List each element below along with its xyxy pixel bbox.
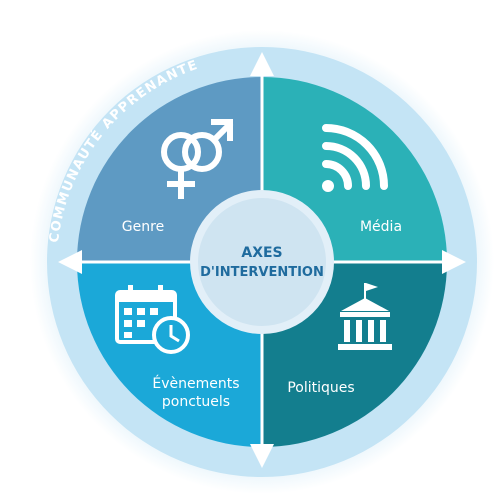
government-building-icon bbox=[338, 283, 392, 350]
calendar-clock-icon bbox=[115, 285, 190, 354]
arrow-down bbox=[250, 444, 274, 468]
gender-symbols-icon bbox=[161, 119, 234, 199]
quadrant-label-genre: Genre bbox=[122, 219, 164, 235]
arrow-right bbox=[442, 250, 466, 274]
quadrant-label-politiques: Politiques bbox=[287, 380, 354, 396]
quadrant-label-evenements-line2: ponctuels bbox=[162, 394, 230, 410]
arrow-left bbox=[58, 250, 82, 274]
quadrant-label-media: Média bbox=[360, 219, 402, 235]
center-circle bbox=[198, 198, 326, 326]
center-title-line2: D'INTERVENTION bbox=[200, 265, 324, 280]
wifi-signal-icon bbox=[322, 124, 388, 192]
center-title-line1: AXES bbox=[241, 245, 282, 261]
quadrant-label-evenements-line1: Évènements bbox=[152, 375, 239, 392]
arrow-up bbox=[250, 52, 274, 76]
